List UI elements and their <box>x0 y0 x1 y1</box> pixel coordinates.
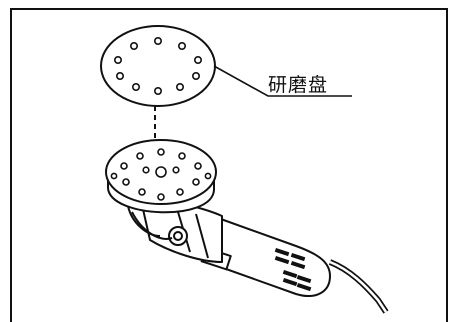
figure-frame <box>10 8 448 322</box>
callout-leader <box>213 65 352 97</box>
sander-body <box>105 139 389 314</box>
sanding-pad-label: 研磨盘 <box>268 74 329 96</box>
sanding-pad <box>100 25 216 107</box>
